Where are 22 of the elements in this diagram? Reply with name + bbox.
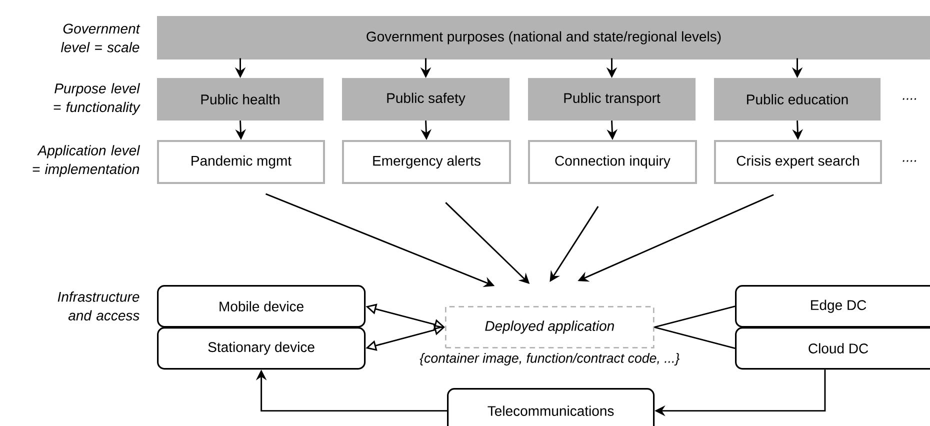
infrastructure-box: Edge DC	[735, 285, 930, 328]
level-label: Application level = implementation	[32, 145, 140, 177]
infrastructure-box: Telecommunications	[447, 388, 655, 426]
deployed-application-box: Deployed application	[445, 306, 654, 348]
application-box: Connection inquiry	[528, 140, 697, 184]
application-box: Pandemic mgmt	[157, 140, 325, 184]
level-label: Purpose level = functionality	[54, 83, 140, 115]
application-box: Emergency alerts	[342, 140, 511, 184]
purpose-box: Public transport	[528, 78, 696, 121]
purpose-box: Public health	[157, 78, 324, 121]
level-label: Government level = scale	[60, 24, 140, 52]
purpose-box: Public safety	[342, 78, 510, 121]
application-box: Crisis expert search	[714, 140, 882, 184]
level-label: ....	[902, 98, 916, 100]
infrastructure-box: Mobile device	[157, 285, 366, 328]
purpose-box: Public education	[714, 78, 881, 121]
purpose-box: Government purposes (national and state/regional levels)	[157, 16, 930, 60]
note-text: {container image, function/contract code, ...}	[420, 353, 680, 366]
level-label: ....	[902, 160, 916, 162]
level-label: Infrastructure and access	[58, 292, 140, 320]
infrastructure-box: Cloud DC	[735, 327, 930, 370]
infrastructure-box: Stationary device	[157, 327, 366, 370]
